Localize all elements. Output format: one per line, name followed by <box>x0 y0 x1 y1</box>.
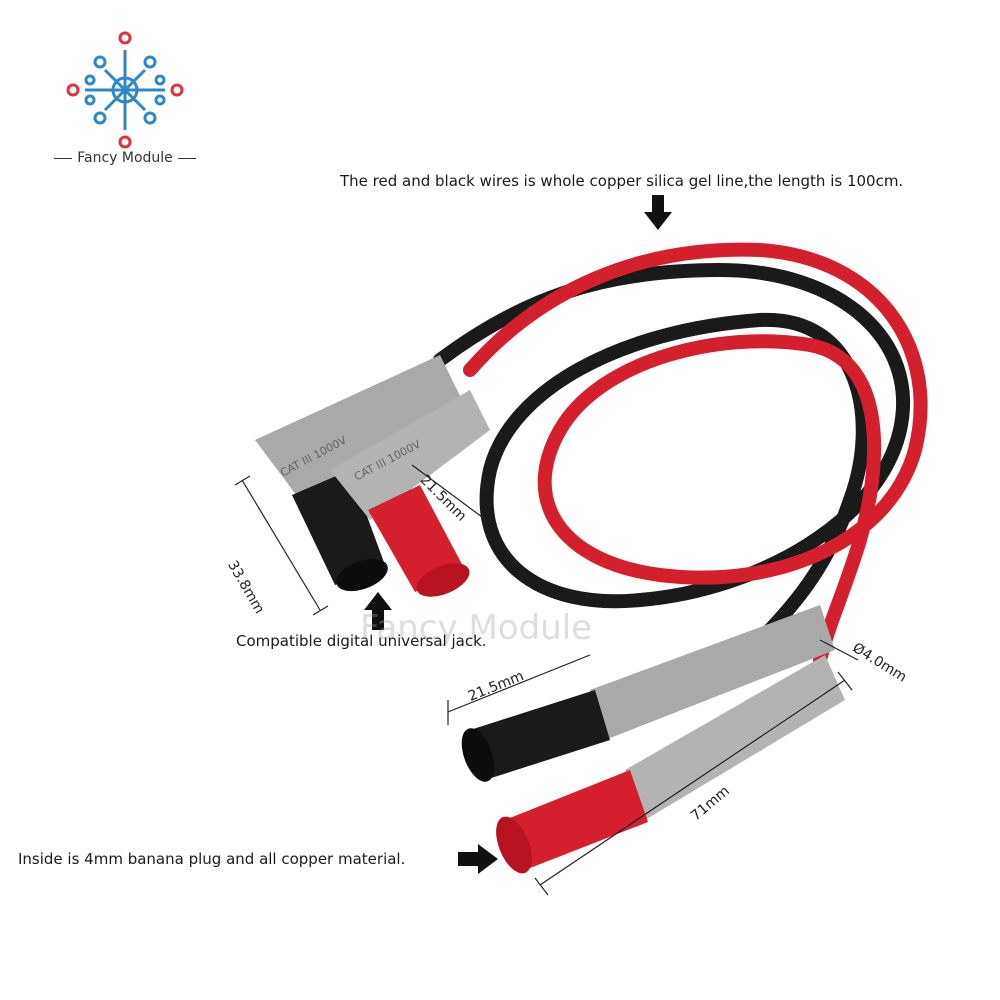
brand-label: Fancy Module <box>40 150 210 166</box>
angled-black-plug <box>255 355 462 592</box>
brand-name: Fancy Module <box>77 150 173 166</box>
brand-dash-left <box>54 157 73 159</box>
brand-dash-right <box>177 157 196 159</box>
straight-red-plug <box>496 655 845 874</box>
fancy-module-logo <box>66 31 184 149</box>
banana-plug-note: Inside is 4mm banana plug and all copper… <box>18 850 406 868</box>
arrows <box>364 195 672 874</box>
coiled-wires <box>433 242 928 667</box>
arrow-up-icon <box>364 592 392 630</box>
angled-red-plug <box>330 390 490 597</box>
arrow-right-icon <box>458 844 498 874</box>
dimension-lines <box>234 464 859 896</box>
jack-note: Compatible digital universal jack. <box>236 632 487 650</box>
watermark: Fancy Module <box>360 608 593 648</box>
wire-length-note: The red and black wires is whole copper … <box>340 172 904 190</box>
straight-black-plug <box>461 605 835 782</box>
arrow-down-icon <box>644 195 672 230</box>
